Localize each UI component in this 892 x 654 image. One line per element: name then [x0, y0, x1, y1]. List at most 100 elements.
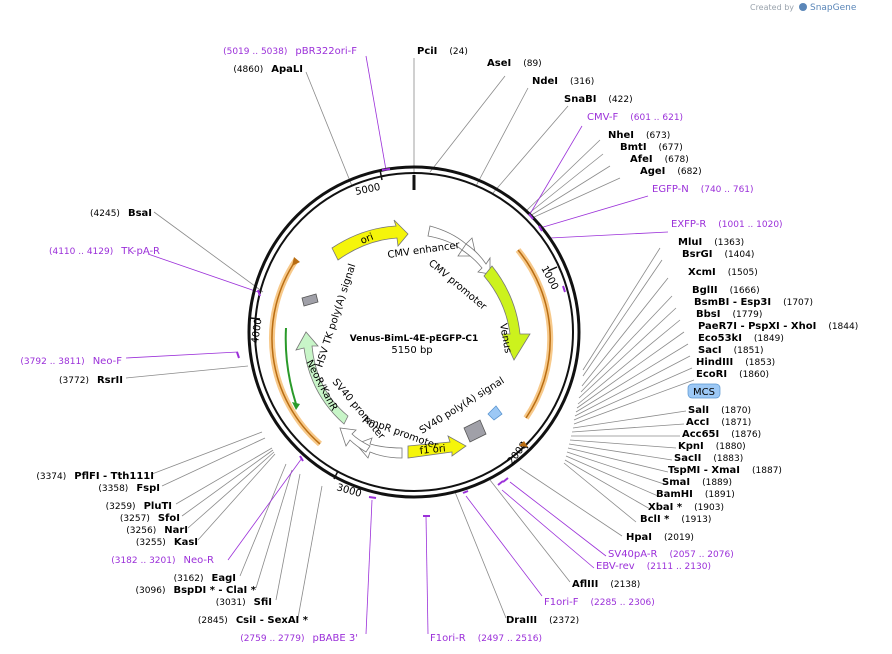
feature-ampr-promoter[interactable] — [355, 437, 403, 459]
feature-label-ori: ori — [359, 232, 375, 247]
site-label[interactable]: TspMI - XmaI(1887) — [668, 465, 782, 476]
site-label[interactable]: SacII(1883) — [674, 453, 743, 464]
feature-arrows — [284, 219, 531, 459]
site-label[interactable]: XbaI *(1903) — [648, 502, 724, 513]
site-label[interactable]: AgeI(682) — [640, 166, 702, 177]
site-label[interactable]: (3162)EagI — [174, 573, 236, 584]
site-label[interactable]: AfeI(678) — [630, 154, 689, 165]
site-label[interactable]: HpaI(2019) — [626, 532, 694, 543]
primer-label[interactable]: (2759 .. 2779)pBABE 3' — [240, 633, 358, 644]
site-label[interactable]: PaeR7I - PspXI - XhoI(1844) — [698, 321, 858, 332]
primer-leader-lines — [125, 55, 669, 635]
site-label[interactable]: Eco53kI(1849) — [698, 333, 784, 344]
credit-brand: SnapGene — [810, 3, 857, 13]
site-label[interactable]: PciI(24) — [417, 46, 468, 57]
mcs-box — [687, 383, 721, 399]
primer-label[interactable]: F1ori-F(2285 .. 2306) — [544, 597, 655, 608]
feature-hsv-tk-polya[interactable] — [301, 293, 319, 307]
site-label[interactable]: AccI(1871) — [686, 417, 751, 428]
site-label[interactable]: (3772)RsrII — [59, 375, 123, 386]
neo-orf-line — [284, 327, 297, 405]
site-label[interactable]: (3096)BspDI * - ClaI * — [136, 585, 257, 596]
primer-label[interactable]: EGFP-N(740 .. 761) — [652, 184, 754, 195]
feature-sv40-promoter[interactable] — [339, 427, 371, 453]
feature-label-hsv-tk-polya: HSV TK poly(A) signal — [314, 263, 358, 369]
site-label[interactable]: (3374)PflFI - Tth111I — [36, 471, 154, 482]
site-label[interactable]: HindIII(1853) — [696, 357, 775, 368]
site-label[interactable]: KpnI(1880) — [678, 441, 746, 452]
backbone-inner — [254, 172, 574, 492]
feature-venus[interactable] — [483, 265, 531, 361]
site-leader-lines — [125, 58, 695, 619]
site-label[interactable]: (3031)SfiI — [216, 597, 272, 608]
primer-label[interactable]: (3792 .. 3811)Neo-F — [20, 356, 122, 367]
site-label[interactable]: XcmI(1505) — [688, 267, 758, 278]
site-label[interactable]: (3256)NarI — [126, 525, 188, 536]
site-label[interactable]: BbsI(1779) — [696, 309, 762, 320]
site-label[interactable]: BclI *(1913) — [640, 514, 711, 525]
feature-cmv-promoter[interactable] — [461, 243, 491, 275]
tick-label: 5000 — [354, 182, 381, 198]
feature-label-sv40-polya: SV40 poly(A) signal — [418, 375, 507, 436]
site-label[interactable]: Acc65I(1876) — [682, 429, 761, 440]
primer-labels: (5019 .. 5038)pBR322ori-F CMV-F(601 .. 6… — [20, 46, 782, 644]
primer-label[interactable]: (5019 .. 5038)pBR322ori-F — [223, 46, 357, 57]
site-label[interactable]: SnaBI(422) — [564, 94, 633, 105]
feature-marker-blue — [487, 405, 503, 421]
primer-label[interactable]: SV40pA-R(2057 .. 2076) — [608, 549, 734, 560]
site-label[interactable]: BamHI(1891) — [656, 489, 735, 500]
snapgene-logo-icon — [799, 3, 807, 11]
site-label[interactable]: SacI(1851) — [698, 345, 764, 356]
feature-f1-ori[interactable] — [407, 435, 467, 459]
neo-orf-arrow-icon — [292, 402, 300, 410]
primer-label[interactable]: EXFP-R(1001 .. 1020) — [671, 219, 783, 230]
left-site-labels: (4860)ApaLI (4245)BsaI (3772)RsrII (3374… — [36, 64, 308, 626]
site-label[interactable]: EcoRI(1860) — [696, 369, 769, 380]
feature-label-f1-ori: f1 ori — [419, 443, 446, 457]
credit-prefix: Created by — [750, 3, 794, 12]
site-label[interactable]: NdeI(316) — [532, 76, 594, 87]
orf-arrow-icon — [519, 441, 528, 447]
primer-label[interactable]: CMV-F(601 .. 621) — [587, 112, 683, 123]
site-label[interactable]: NheI(673) — [608, 130, 670, 141]
feature-sv40-polya[interactable] — [463, 419, 487, 443]
site-label[interactable]: BglII(1666) — [692, 285, 760, 296]
primer-label[interactable]: (3182 .. 3201)Neo-R — [111, 555, 214, 566]
tick-label: 3000 — [335, 482, 362, 500]
site-label[interactable]: (4860)ApaLI — [233, 64, 303, 75]
site-label[interactable]: SmaI(1889) — [662, 477, 732, 488]
site-label[interactable]: (3255)KasI — [136, 537, 198, 548]
site-label[interactable]: BsrGI(1404) — [682, 249, 754, 260]
right-site-labels: PciI(24) AseI(89) NdeI(316) SnaBI(422) N… — [417, 46, 858, 626]
mcs-badge[interactable]: MCS — [687, 383, 721, 399]
feature-neor-kanr[interactable] — [295, 331, 349, 425]
feature-ori[interactable] — [331, 219, 409, 261]
snapgene-credit: Created by SnapGene — [750, 3, 857, 13]
site-label[interactable]: BsmBI - Esp3I(1707) — [694, 297, 813, 308]
primer-label[interactable]: (4110 .. 4129)TK-pA-R — [49, 246, 160, 257]
primer-marks — [236, 168, 566, 517]
site-label[interactable]: (3257)SfoI — [120, 513, 180, 524]
backbone-outer — [247, 165, 581, 499]
site-label[interactable]: (3259)PluTI — [106, 501, 172, 512]
site-label[interactable]: MluI(1363) — [678, 237, 744, 248]
plasmid-length: 5150 bp — [391, 345, 432, 356]
site-label[interactable]: (3358)FspI — [98, 483, 160, 494]
primer-label[interactable]: F1ori-R(2497 .. 2516) — [430, 633, 542, 644]
site-label[interactable]: BmtI(677) — [620, 142, 683, 153]
primer-label[interactable]: EBV-rev(2111 .. 2130) — [596, 561, 711, 572]
orf-arrow-icon — [292, 257, 300, 266]
tick-label: 4000 — [250, 318, 264, 345]
feature-label-cmv-promoter: CMV promoter — [426, 258, 489, 313]
orf-arcs — [269, 248, 554, 447]
site-label[interactable]: (4245)BsaI — [90, 208, 152, 219]
site-label[interactable]: (2845)CsiI - SexAI * — [198, 615, 309, 626]
site-label[interactable]: DraIII(2372) — [506, 615, 579, 626]
mcs-label: MCS — [693, 387, 715, 398]
site-label[interactable]: SalI(1870) — [688, 405, 751, 416]
site-label[interactable]: AseI(89) — [487, 58, 542, 69]
site-label[interactable]: AflIII(2138) — [572, 579, 640, 590]
feature-label-venus: Venus — [497, 323, 513, 355]
